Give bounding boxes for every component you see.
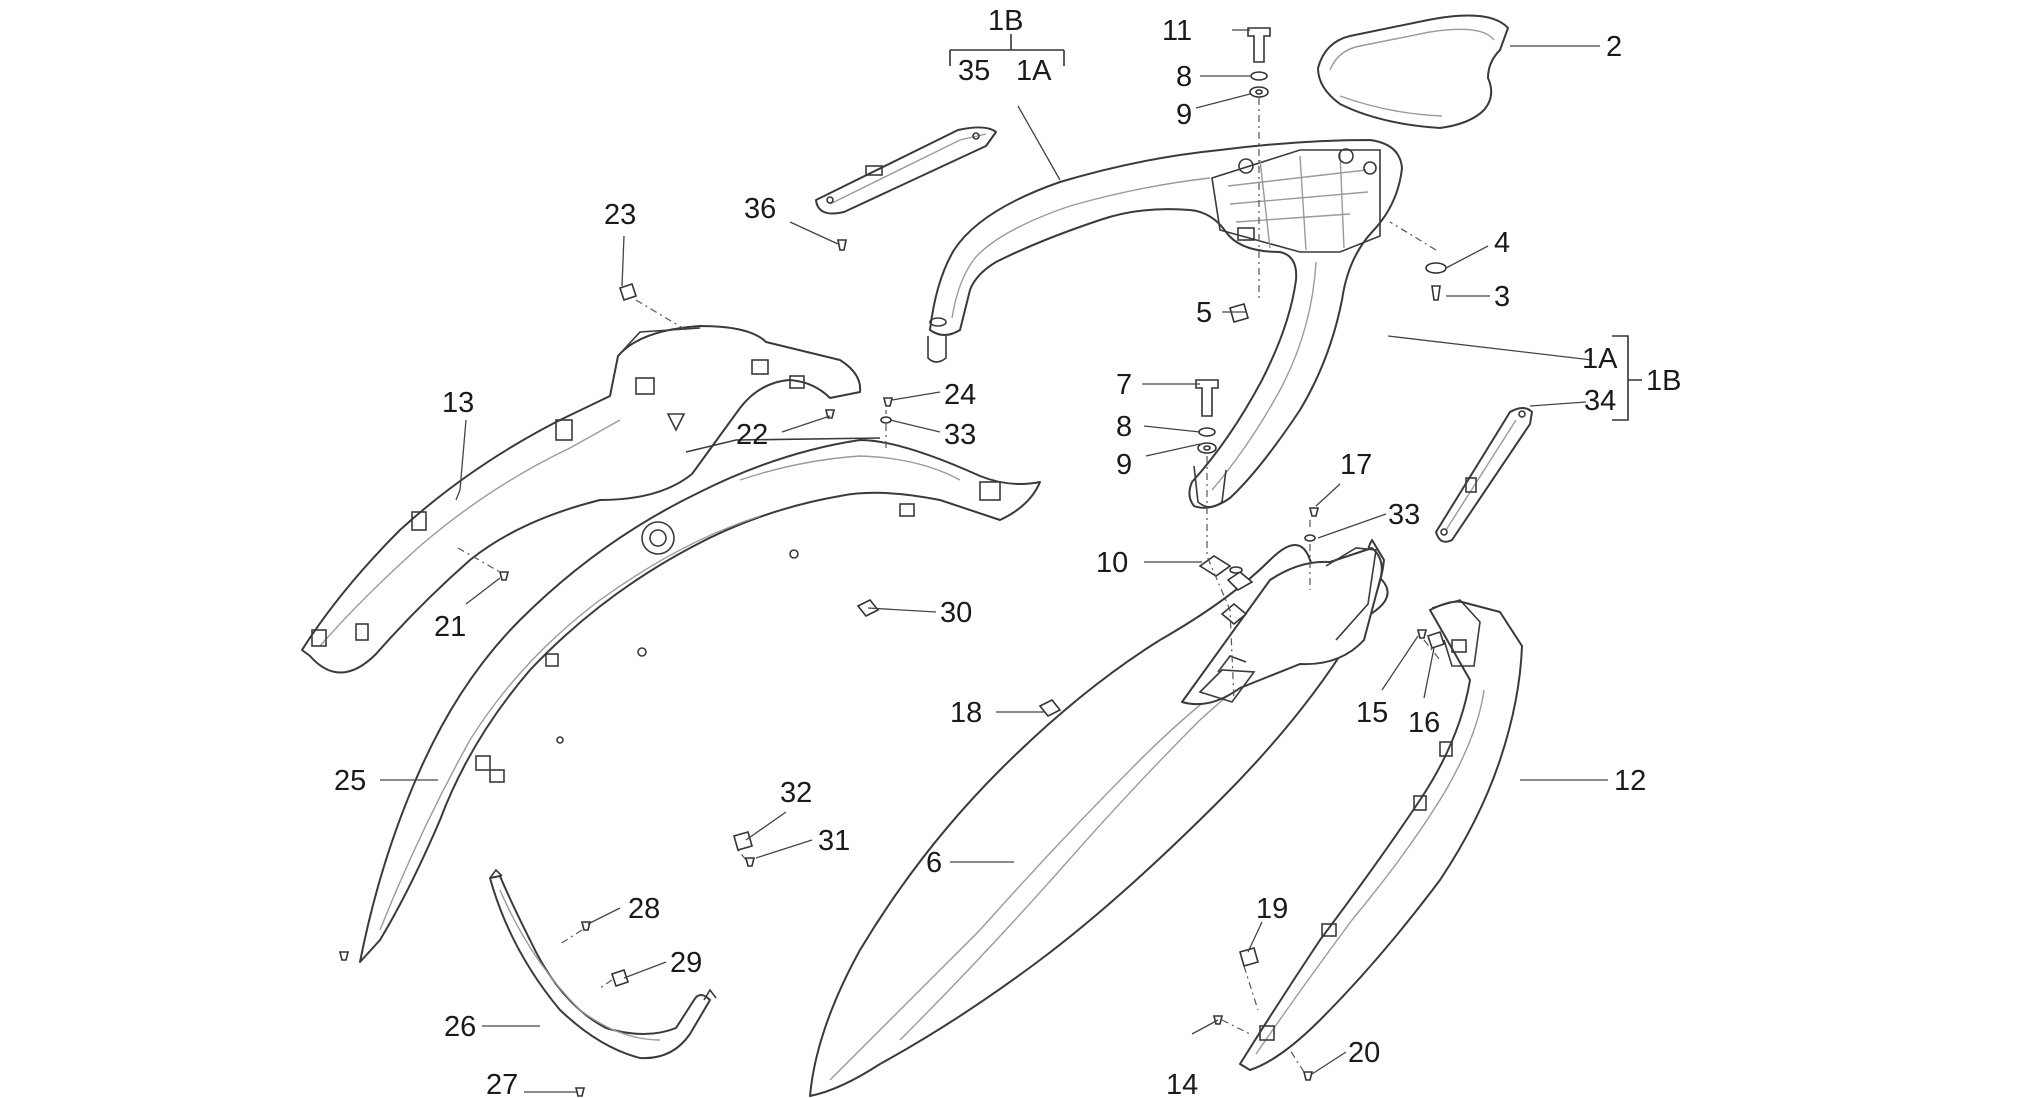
callout-33-right: 33 bbox=[1388, 499, 1420, 531]
part-grab-rail bbox=[927, 139, 1403, 509]
callout-25: 25 bbox=[334, 765, 366, 797]
callout-1b-top: 1B bbox=[988, 5, 1023, 37]
callout-labels: 1B 35 1A 11 8 9 2 36 23 4 3 5 1A 1B 34 1… bbox=[334, 5, 1681, 1098]
callout-21: 21 bbox=[434, 611, 466, 643]
callout-6: 6 bbox=[926, 847, 942, 879]
callout-10: 10 bbox=[1096, 547, 1128, 579]
callout-30: 30 bbox=[940, 597, 972, 629]
callout-32: 32 bbox=[780, 777, 812, 809]
callout-7: 7 bbox=[1116, 369, 1132, 401]
callout-12: 12 bbox=[1614, 765, 1646, 797]
callout-2: 2 bbox=[1606, 31, 1622, 63]
assembly-lines bbox=[457, 98, 1441, 1073]
part-centre-side-panel bbox=[809, 539, 1389, 1097]
callout-1b-right: 1B bbox=[1646, 365, 1681, 397]
callout-28: 28 bbox=[628, 893, 660, 925]
brackets bbox=[949, 34, 1642, 421]
callout-1a-right: 1A bbox=[1582, 343, 1618, 375]
callout-5: 5 bbox=[1196, 297, 1212, 329]
callout-27: 27 bbox=[486, 1069, 518, 1098]
part-seat-pad bbox=[1317, 14, 1509, 129]
callout-35: 35 bbox=[958, 55, 990, 87]
part-upper-left-side-panel bbox=[301, 325, 862, 674]
callout-22: 22 bbox=[736, 419, 768, 451]
callout-9-top: 9 bbox=[1176, 99, 1192, 131]
callout-19: 19 bbox=[1256, 893, 1288, 925]
callout-24: 24 bbox=[944, 379, 976, 411]
callout-14: 14 bbox=[1166, 1069, 1198, 1098]
part-lower-spoiler bbox=[489, 868, 717, 1060]
callout-8-mid: 8 bbox=[1116, 411, 1132, 443]
callout-31: 31 bbox=[818, 825, 850, 857]
callout-36: 36 bbox=[744, 193, 776, 225]
callout-13: 13 bbox=[442, 387, 474, 419]
callout-33-left: 33 bbox=[944, 419, 976, 451]
callout-4: 4 bbox=[1494, 227, 1510, 259]
callout-26: 26 bbox=[444, 1011, 476, 1043]
callout-17: 17 bbox=[1340, 449, 1372, 481]
callout-3: 3 bbox=[1494, 281, 1510, 313]
part-long-left-side-panel bbox=[359, 437, 1041, 963]
part-right-side-panel bbox=[1239, 599, 1523, 1071]
callout-16: 16 bbox=[1408, 707, 1440, 739]
part-left-trim-strip bbox=[815, 126, 997, 215]
callout-15: 15 bbox=[1356, 697, 1388, 729]
callout-11: 11 bbox=[1162, 15, 1192, 47]
callout-1a-top: 1A bbox=[1016, 55, 1052, 87]
leader-lines bbox=[380, 29, 1608, 1093]
callout-34: 34 bbox=[1584, 385, 1616, 417]
callout-9-mid: 9 bbox=[1116, 449, 1132, 481]
callout-20: 20 bbox=[1348, 1037, 1380, 1069]
callout-18: 18 bbox=[950, 697, 982, 729]
part-right-trim-strip bbox=[1435, 407, 1533, 543]
callout-8-top: 8 bbox=[1176, 61, 1192, 93]
callout-29: 29 bbox=[670, 947, 702, 979]
callout-23: 23 bbox=[604, 199, 636, 231]
